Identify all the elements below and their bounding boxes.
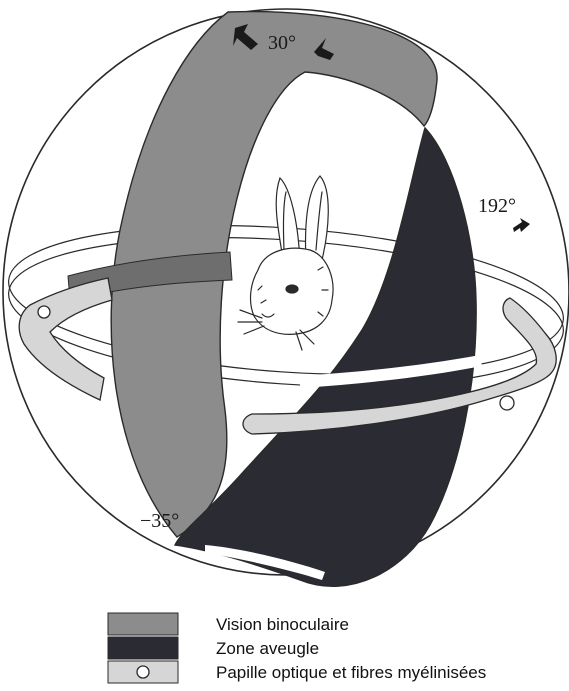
side-angle-label: 192° — [478, 195, 516, 217]
legend-swatch-binocular — [108, 613, 178, 635]
legend-swatch-blind — [108, 637, 178, 659]
legend: Vision binoculaire Zone aveugle Papille … — [108, 613, 486, 683]
legend-papilla-marker — [137, 666, 149, 678]
legend-label-blind: Zone aveugle — [216, 639, 319, 658]
papilla-marker-right — [500, 396, 514, 410]
top-angle-label: 30° — [268, 32, 296, 54]
legend-label-binocular: Vision binoculaire — [216, 615, 349, 634]
bottom-angle-label: −35° — [140, 510, 179, 532]
legend-label-papilla: Papille optique et fibres myélinisées — [216, 663, 486, 682]
papilla-marker-left — [38, 306, 50, 318]
